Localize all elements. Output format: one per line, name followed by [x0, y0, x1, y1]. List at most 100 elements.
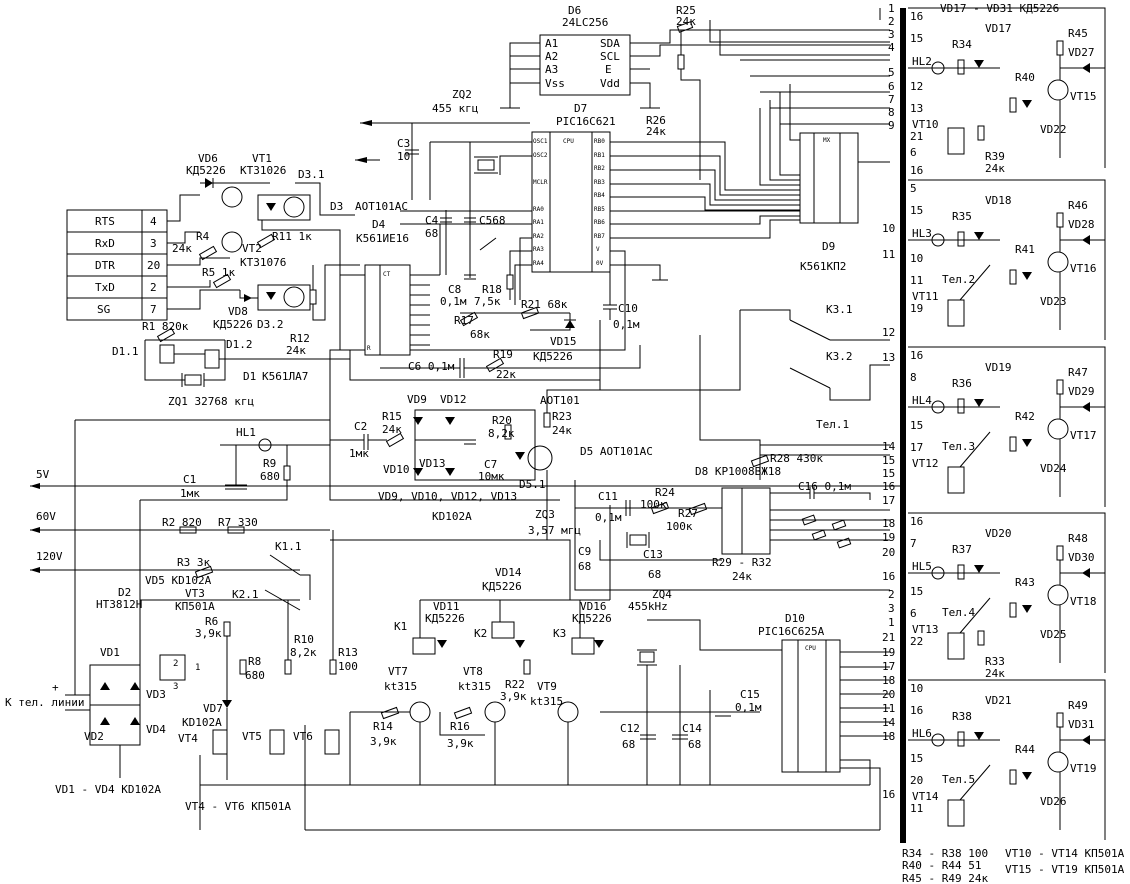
hl1-label: HL1	[236, 426, 256, 439]
d10-label: D10	[785, 612, 805, 625]
r23-value: 24к	[552, 424, 572, 437]
channel-diode	[974, 232, 984, 240]
chip-pin: RA1	[533, 219, 544, 226]
note-vt10: VT10 - VT14 КП501A	[1005, 847, 1125, 860]
c5-label: C568	[479, 214, 506, 227]
channel-pin: 15	[910, 32, 923, 45]
bus-pin: 15	[882, 454, 895, 467]
channel-pin: 22	[910, 635, 923, 648]
channel-resistor	[957, 398, 965, 414]
channel-resistor-label: R42	[1015, 410, 1035, 423]
optocoupler-d2	[159, 654, 186, 681]
r1-label: R1 820к	[142, 320, 189, 333]
channel-pin: 20	[910, 774, 923, 787]
channel-frame	[908, 512, 1106, 673]
chip-cpu: CPU	[805, 645, 816, 652]
chip-pin: RB7	[594, 233, 605, 240]
channel-diode-label: VD17	[985, 22, 1012, 35]
r12-label: R12	[290, 332, 310, 345]
d32-label: D3.2	[257, 318, 284, 331]
d12-label: D1.2	[226, 338, 253, 351]
channel-resistor	[977, 125, 985, 141]
channel-transistor-label: VT17	[1070, 429, 1097, 442]
vt2-type: КТ31076	[240, 256, 286, 269]
bus-pin: 11	[882, 702, 895, 715]
channel-tel-label: Тел.2	[942, 273, 975, 286]
channel-fet-label: VT14	[912, 790, 939, 803]
chip-pin: E	[605, 63, 612, 76]
r7-label: R7 330	[218, 516, 258, 529]
connector-signal: RTS	[95, 215, 115, 228]
chip-pin: RA0	[533, 206, 544, 213]
r18-value: 7,5к	[474, 295, 501, 308]
chip-d6: D6 24LC256 A1 A2 A3 Vss SDA SCL E Vdd	[500, 4, 890, 180]
k31-label: K3.1	[826, 303, 853, 316]
d9-label: D9	[822, 240, 835, 253]
note-r34: R34 - R38 100	[902, 847, 988, 860]
d9-type: К561КП2	[800, 260, 846, 273]
r17-value: 68к	[470, 328, 490, 341]
transistor-vt8	[484, 701, 506, 723]
c3-value: 10	[397, 150, 410, 163]
relay-k2	[491, 621, 515, 639]
rail-60v: 60V	[36, 510, 56, 523]
c12-value: 68	[622, 738, 635, 751]
k32-label: K3.2	[826, 350, 853, 363]
d10-type: PIC16C625A	[758, 625, 825, 638]
r26-label: R26	[646, 114, 666, 127]
channel-resistor	[1056, 40, 1064, 56]
note-r45: R45 - R49 24к	[902, 872, 988, 884]
chip-type: 24LC256	[562, 16, 608, 29]
vd12-label: VD12	[440, 393, 467, 406]
channel-fet-label: VT10	[912, 118, 939, 131]
channel-frame	[908, 679, 1106, 840]
bus-pin: 2	[888, 588, 895, 601]
d2-value: HT3812H	[96, 598, 142, 611]
r6-value: 3,9к	[195, 627, 222, 640]
bus-pin: 20	[882, 546, 895, 559]
chip-pin: RA2	[533, 233, 544, 240]
r19-label: R19	[493, 348, 513, 361]
bus-pin: 4	[888, 41, 895, 54]
c13-value: 68	[648, 568, 661, 581]
channel-resistor-label: R49	[1068, 699, 1088, 712]
channel-led	[931, 61, 945, 75]
chip-pin: RB6	[594, 219, 605, 226]
channel-pin: 5	[910, 182, 917, 195]
vd1-label: VD1	[100, 646, 120, 659]
channel-resistor	[977, 630, 985, 646]
c2-label: C2	[354, 420, 367, 433]
channel-diode	[1022, 100, 1032, 108]
bus-pin: 11	[882, 248, 895, 261]
transistor-vt7	[409, 701, 431, 723]
vd7-label: VD7	[203, 702, 223, 715]
vt8-value: kt315	[458, 680, 491, 693]
bus-pin: 21	[882, 631, 895, 644]
c10-label: C10	[618, 302, 638, 315]
channel-led	[931, 233, 945, 247]
chip-pin: SCL	[600, 50, 620, 63]
bus-pin: 5	[888, 66, 895, 79]
r13-value: 100	[338, 660, 358, 673]
channel-transistor	[1047, 251, 1069, 273]
bus-pin: 10	[882, 222, 895, 235]
chip-pin: A2	[545, 50, 558, 63]
r12-value: 24к	[286, 344, 306, 357]
d8-label: D8 КР1008ВЖ18	[695, 465, 781, 478]
c13-label: C13	[643, 548, 663, 561]
bus-pin: 17	[882, 660, 895, 673]
chip-d9: MX	[799, 132, 890, 224]
channel-blocks: HL2R34VD17R40VD22VT15R45VD27VT10R3924к16…	[908, 7, 1106, 840]
channel-resistor-label: R43	[1015, 576, 1035, 589]
c16-label: C16 0,1м	[798, 480, 851, 493]
optocoupler-d31	[257, 194, 311, 221]
vd14-value: КД5226	[482, 580, 522, 593]
svg-text:2: 2	[173, 659, 178, 669]
channel-diode	[1022, 772, 1032, 780]
channel-pin: 7	[910, 537, 917, 550]
r24-label: R24	[655, 486, 675, 499]
chip-type: PIC16C621	[556, 115, 616, 128]
r16-label: R16	[450, 720, 470, 733]
r6-label: R6	[205, 615, 218, 628]
channel-resistor	[1056, 379, 1064, 395]
